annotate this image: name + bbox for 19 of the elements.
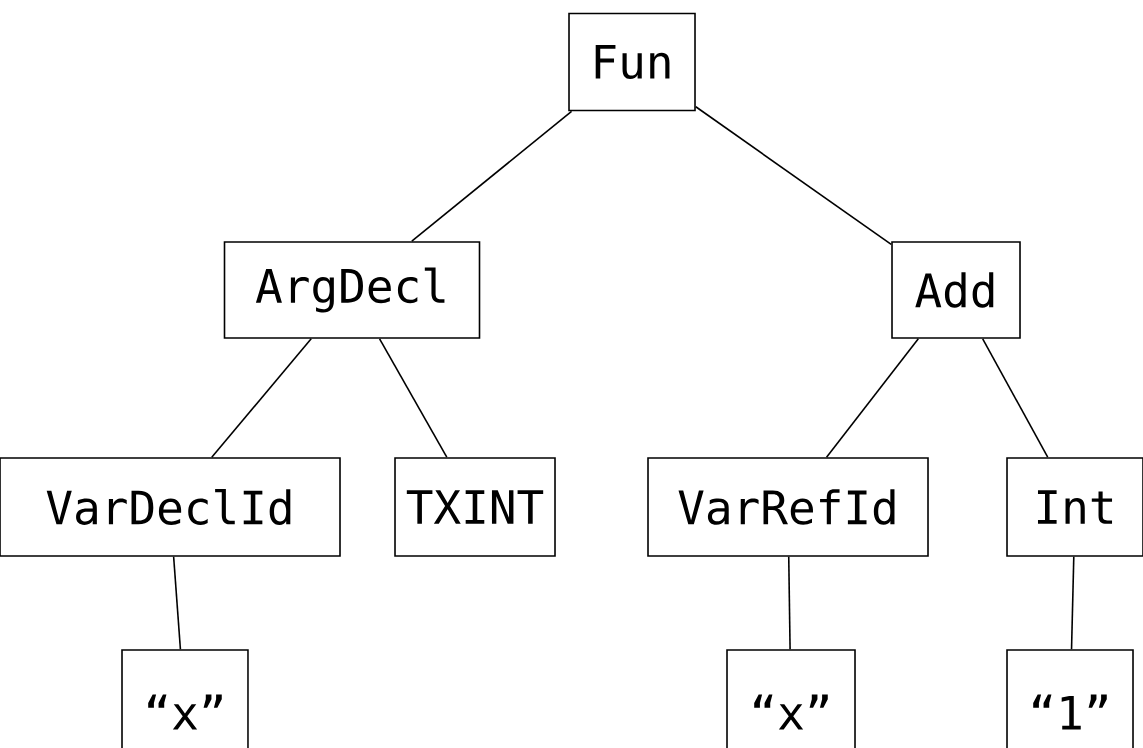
tree-edge — [172, 556, 182, 650]
tree-node-box: VarRefId — [647, 457, 929, 557]
tree-node-box: “x” — [121, 649, 249, 748]
tree-node-box: “x” — [726, 649, 856, 748]
tree-edge — [411, 110, 573, 242]
tree-node-box: Add — [891, 241, 1021, 339]
tree-node-box: VarDeclId — [0, 457, 341, 557]
tree-edge — [1070, 556, 1075, 650]
tree-edge — [787, 556, 791, 650]
tree-edge — [695, 105, 892, 246]
tree-edge — [378, 338, 448, 458]
tree-node-box: “1” — [1006, 649, 1134, 748]
tree-node-box: Int — [1006, 457, 1143, 557]
tree-edge — [981, 338, 1049, 458]
tree-node-box: TXINT — [394, 457, 556, 557]
tree-node-box: ArgDecl — [223, 241, 481, 339]
tree-edge — [825, 338, 920, 458]
tree-edge — [210, 338, 312, 458]
tree-node-box: Fun — [568, 12, 696, 112]
